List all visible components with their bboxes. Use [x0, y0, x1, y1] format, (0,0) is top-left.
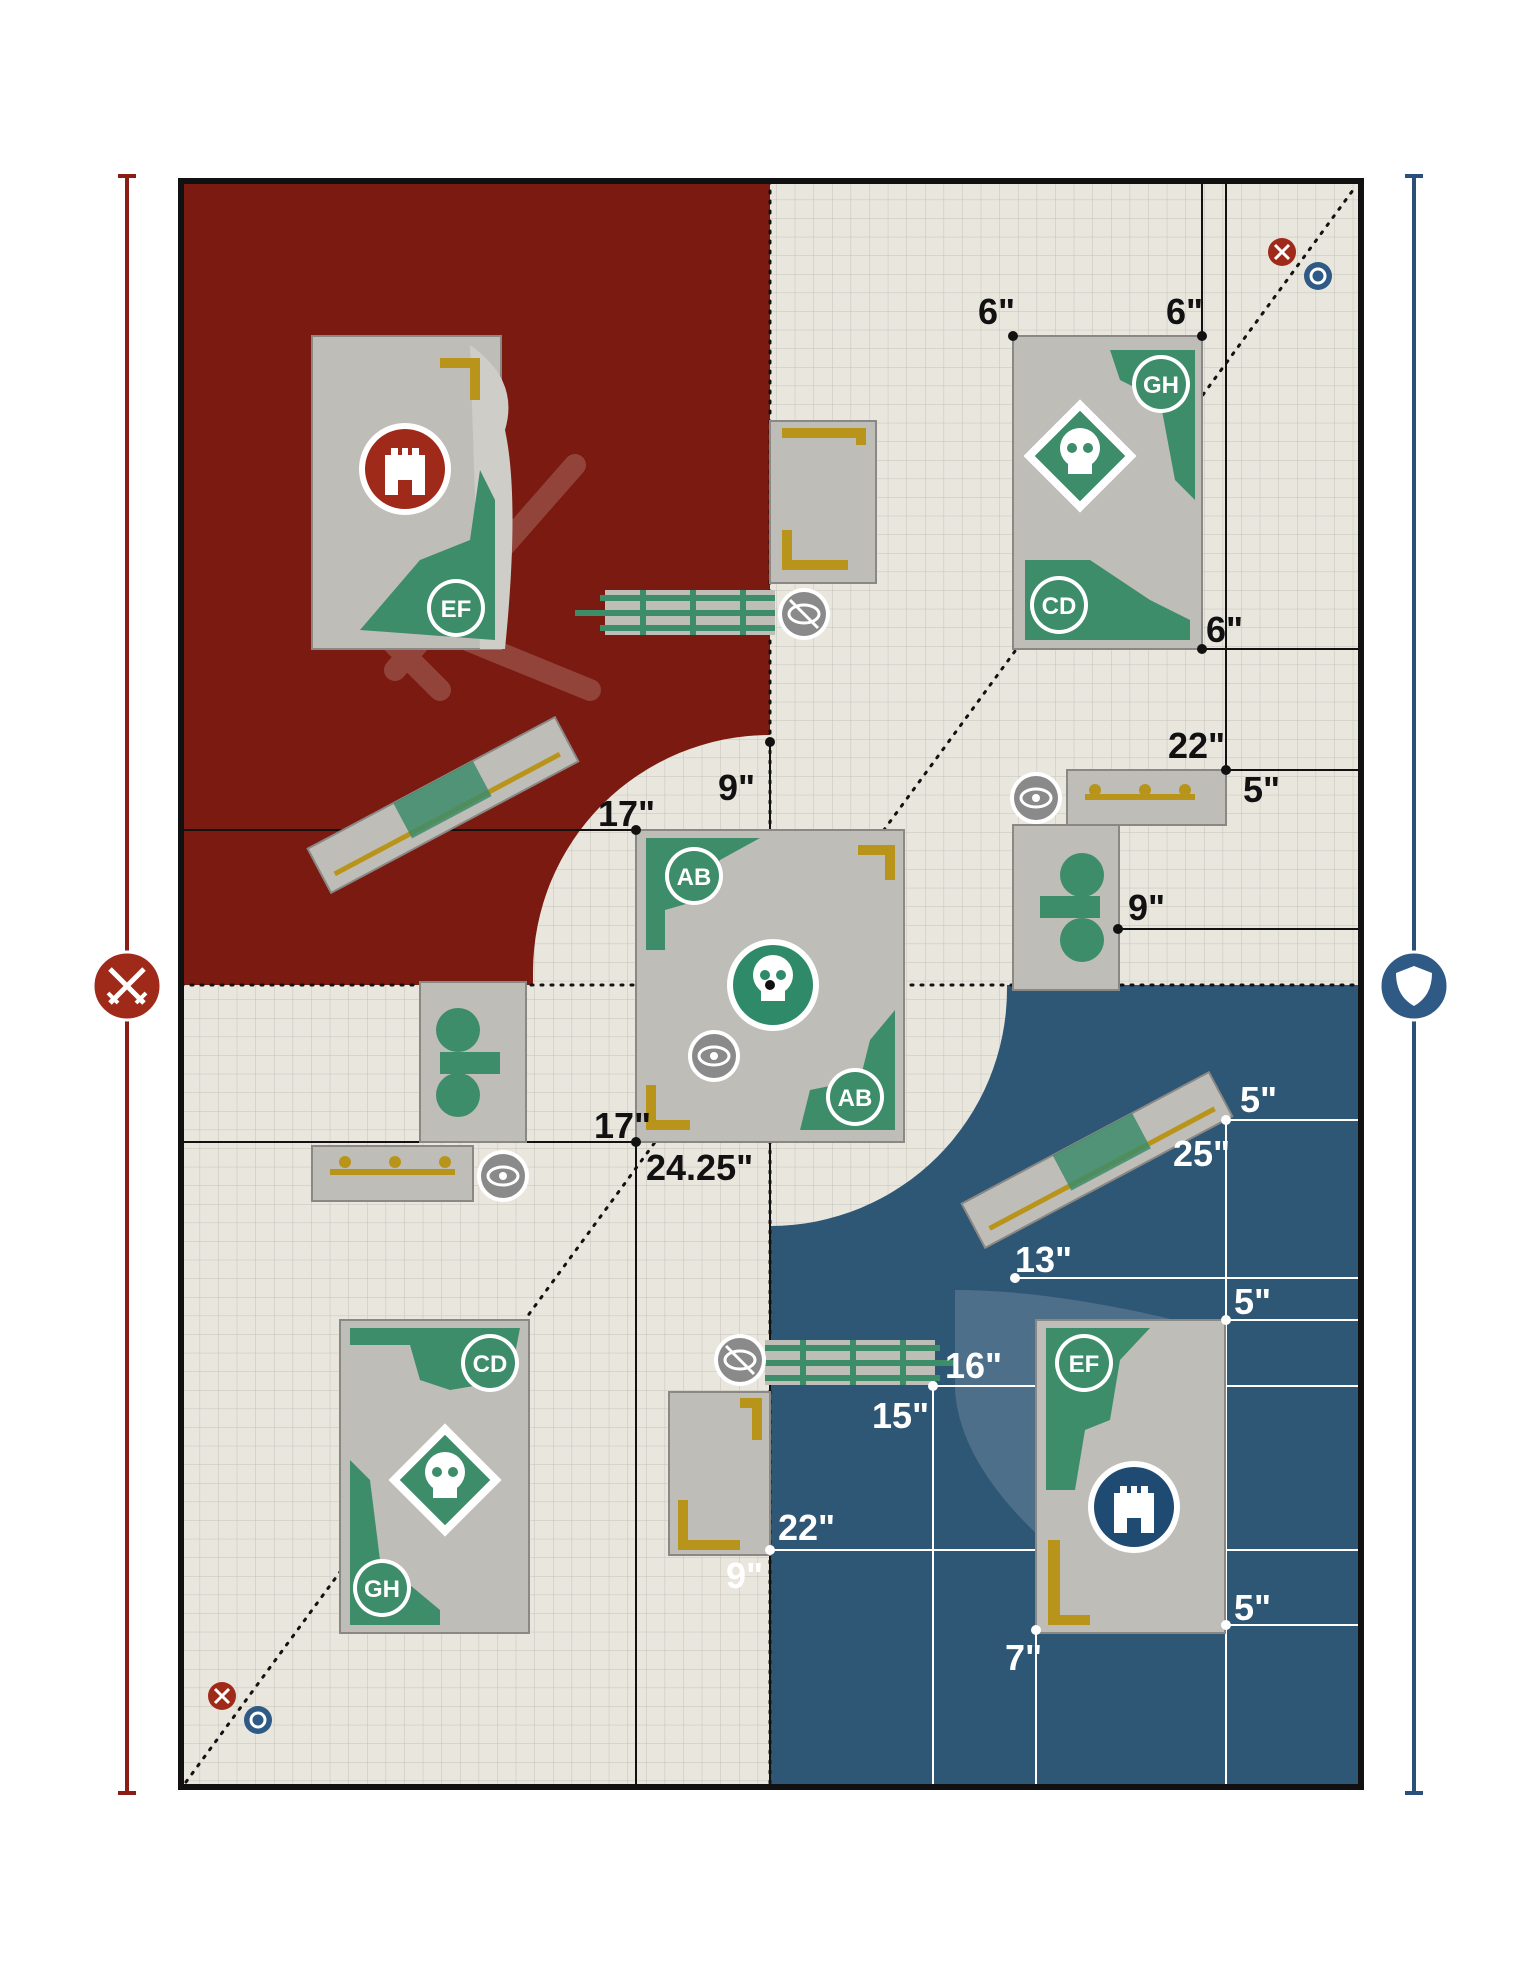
measure-label: 6": [1166, 291, 1203, 332]
board-border: [178, 178, 1364, 1790]
fence-bottom-center: [765, 1340, 955, 1385]
svg-text:EF: EF: [1069, 1351, 1100, 1378]
eye-icon: [1010, 772, 1062, 824]
measure-label: 7": [1005, 1637, 1042, 1678]
svg-text:CD: CD: [1042, 593, 1077, 620]
measure-label: 13": [1015, 1239, 1072, 1280]
fence-top-center: [575, 590, 775, 635]
gantry-left-diagonal: [306, 715, 580, 895]
tower-icon: [359, 423, 451, 515]
measure-label: 17": [598, 793, 655, 834]
badge-ab-lower: AB: [826, 1068, 884, 1126]
measure-label: 17": [594, 1105, 651, 1146]
barricade-right-upper: [1066, 769, 1227, 826]
ruin-large-top-left: [311, 335, 513, 650]
svg-text:CD: CD: [473, 1351, 508, 1378]
measure-label: 9": [1128, 887, 1165, 928]
svg-text:AB: AB: [838, 1085, 873, 1112]
badge-cd-top: CD: [1030, 576, 1088, 634]
ruin-small-left-mid: [419, 981, 527, 1143]
eye-icon: [477, 1150, 529, 1202]
badge-gh-bottom: GH: [353, 1559, 411, 1617]
measure-label: 9": [718, 767, 755, 808]
eye-slash-icon: [714, 1334, 766, 1386]
barricade-left-lower: [311, 1145, 474, 1202]
measure-dots-dark: [631, 331, 1231, 1147]
svg-text:EF: EF: [441, 596, 472, 623]
attacker-defender-corner-icon: [1268, 238, 1332, 290]
measure-label: 5": [1234, 1587, 1271, 1628]
ruin-small-right-mid: [1012, 824, 1120, 991]
badge-ef-red: EF: [427, 579, 485, 637]
eye-slash-icon: [778, 588, 830, 640]
badge-ef-blue: EF: [1055, 1334, 1113, 1392]
measure-label: 9": [726, 1555, 763, 1596]
measure-label: 22": [778, 1507, 835, 1548]
measure-label: 22": [1168, 725, 1225, 766]
measure-label: 16": [945, 1345, 1002, 1386]
measure-label: 15": [872, 1395, 929, 1436]
crossed-swords-icon: [91, 950, 163, 1022]
attacker-defender-corner-icon: [208, 1682, 272, 1734]
shield-icon: [1378, 950, 1450, 1022]
measure-dots-light: [765, 1115, 1231, 1635]
measure-label: 5": [1234, 1281, 1271, 1322]
ruin-small-top-center: [769, 420, 877, 584]
badge-cd-bottom: CD: [461, 1334, 519, 1392]
measure-label: 6": [1206, 609, 1243, 650]
badge-ab-upper: AB: [665, 847, 723, 905]
measure-label: 25": [1173, 1133, 1230, 1174]
eye-icon: [688, 1030, 740, 1082]
badge-gh-top: GH: [1132, 355, 1190, 413]
measure-label: 5": [1243, 769, 1280, 810]
svg-text:GH: GH: [364, 1576, 400, 1603]
tower-icon: [1088, 1461, 1180, 1553]
gantry-right-diagonal: [960, 1070, 1234, 1250]
measure-label: 24.25": [646, 1147, 753, 1188]
ruin-small-bottom-center: [668, 1391, 771, 1556]
svg-text:AB: AB: [677, 864, 712, 891]
measure-label: 5": [1240, 1079, 1277, 1120]
svg-text:GH: GH: [1143, 372, 1179, 399]
measure-label: 6": [978, 291, 1015, 332]
